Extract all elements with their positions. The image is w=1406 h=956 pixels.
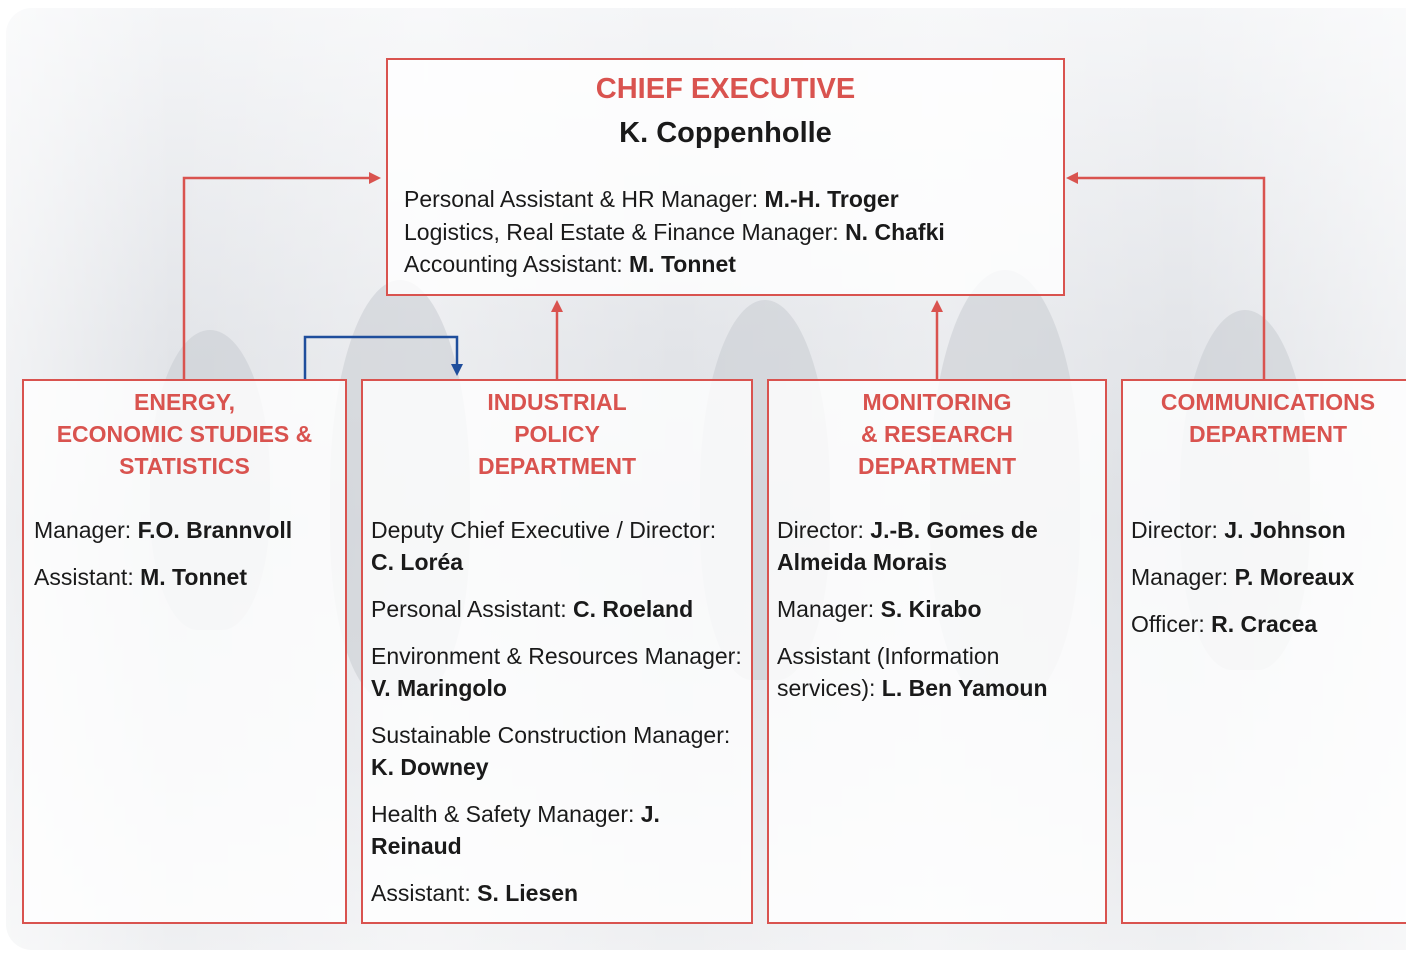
staff-role: Manager: bbox=[1131, 564, 1235, 590]
staff-entry: Assistant (Information services): L. Ben… bbox=[777, 640, 1099, 704]
chief-executive-staff-list: Personal Assistant & HR Manager: M.-H. T… bbox=[404, 183, 945, 281]
staff-role: Assistant (Information services): bbox=[777, 643, 1000, 701]
energy-department-box: ENERGY, ECONOMIC STUDIES & STATISTICS Ma… bbox=[22, 379, 347, 924]
staff-entry: Officer: R. Cracea bbox=[1131, 608, 1405, 640]
department-title: ENERGY, ECONOMIC STUDIES & STATISTICS bbox=[56, 389, 313, 479]
department-staff-list: Deputy Chief Executive / Director: C. Lo… bbox=[371, 514, 745, 924]
staff-person: C. Loréa bbox=[371, 549, 464, 575]
department-title: MONITORING & RESEARCH DEPARTMENT bbox=[857, 389, 1016, 479]
staff-person: S. Liesen bbox=[477, 880, 579, 906]
staff-role: Environment & Resources Manager: bbox=[371, 643, 742, 669]
connector-energy-to-ceo bbox=[182, 172, 381, 380]
staff-entry: Manager: F.O. Brannvoll bbox=[34, 514, 339, 546]
staff-role: Personal Assistant: bbox=[371, 596, 573, 622]
communications-department-box: COMMUNICATIONS DEPARTMENT Director: J. J… bbox=[1121, 379, 1406, 924]
connector-communications-to-ceo bbox=[1066, 172, 1266, 380]
staff-line: Personal Assistant & HR Manager: M.-H. T… bbox=[404, 183, 945, 216]
staff-role: Sustainable Construction Manager: bbox=[371, 722, 731, 748]
staff-line: Logistics, Real Estate & Finance Manager… bbox=[404, 216, 945, 249]
monitoring-research-department-box: MONITORING & RESEARCH DEPARTMENT Directo… bbox=[767, 379, 1107, 924]
staff-role: Logistics, Real Estate & Finance Manager… bbox=[404, 218, 846, 245]
chief-executive-box: CHIEF EXECUTIVE K. Coppenholle Personal … bbox=[386, 58, 1065, 296]
staff-role: Director: bbox=[777, 517, 871, 543]
department-staff-list: Director: J.-B. Gomes de Almeida Morais … bbox=[777, 514, 1099, 719]
staff-person: F.O. Brannvoll bbox=[137, 517, 293, 543]
staff-person: V. Maringolo bbox=[371, 675, 507, 701]
staff-entry: Environment & Resources Manager: V. Mari… bbox=[371, 640, 745, 704]
department-title: INDUSTRIAL POLICY DEPARTMENT bbox=[477, 389, 636, 479]
staff-person: C. Roeland bbox=[573, 596, 694, 622]
staff-role: Manager: bbox=[777, 596, 881, 622]
staff-line: Accounting Assistant: M. Tonnet bbox=[404, 248, 945, 281]
staff-role: Health & Safety Manager: bbox=[371, 801, 641, 827]
staff-person: J.-B. Gomes de Almeida Morais bbox=[777, 517, 1038, 575]
staff-entry: Deputy Chief Executive / Director: C. Lo… bbox=[371, 514, 745, 578]
staff-entry: Assistant: S. Liesen bbox=[371, 877, 745, 909]
staff-entry: Director: J. Johnson bbox=[1131, 514, 1405, 546]
staff-role: Personal Assistant & HR Manager: bbox=[404, 186, 765, 212]
staff-person: N. Chafki bbox=[845, 218, 945, 245]
staff-role: Assistant: bbox=[34, 564, 141, 590]
staff-role: Deputy Chief Executive / Director: bbox=[371, 517, 717, 543]
industrial-policy-department-box: INDUSTRIAL POLICY DEPARTMENT Deputy Chie… bbox=[361, 379, 753, 924]
staff-entry: Health & Safety Manager: J. Reinaud bbox=[371, 798, 745, 862]
staff-person: M.-H. Troger bbox=[764, 186, 899, 212]
department-title: COMMUNICATIONS DEPARTMENT bbox=[1160, 389, 1376, 447]
staff-entry: Personal Assistant: C. Roeland bbox=[371, 593, 745, 625]
department-staff-list: Manager: F.O. Brannvoll Assistant: M. To… bbox=[34, 514, 339, 608]
connector-energy-to-industrial bbox=[303, 335, 463, 380]
chief-executive-title: CHIEF EXECUTIVE bbox=[595, 73, 856, 105]
staff-entry: Sustainable Construction Manager: K. Dow… bbox=[371, 719, 745, 783]
staff-person: P. Moreaux bbox=[1234, 564, 1355, 590]
chief-executive-name: K. Coppenholle bbox=[619, 117, 832, 149]
staff-entry: Manager: S. Kirabo bbox=[777, 593, 1099, 625]
staff-role: Officer: bbox=[1131, 611, 1212, 637]
staff-entry: Assistant: M. Tonnet bbox=[34, 561, 339, 593]
staff-entry: Manager: P. Moreaux bbox=[1131, 561, 1405, 593]
staff-person: L. Ben Yamoun bbox=[881, 675, 1048, 701]
staff-person: K. Downey bbox=[371, 754, 489, 780]
staff-person: J. Johnson bbox=[1224, 517, 1346, 543]
staff-entry: Director: J.-B. Gomes de Almeida Morais bbox=[777, 514, 1099, 578]
staff-person: R. Cracea bbox=[1211, 611, 1318, 637]
staff-role: Manager: bbox=[34, 517, 138, 543]
staff-role: Assistant: bbox=[371, 880, 478, 906]
staff-person: M. Tonnet bbox=[140, 564, 247, 590]
staff-role: Accounting Assistant: bbox=[404, 251, 630, 277]
staff-person: J. Reinaud bbox=[371, 801, 660, 859]
department-staff-list: Director: J. Johnson Manager: P. Moreaux… bbox=[1131, 514, 1405, 655]
staff-person: M. Tonnet bbox=[629, 251, 736, 277]
staff-person: S. Kirabo bbox=[880, 596, 982, 622]
staff-role: Director: bbox=[1131, 517, 1225, 543]
